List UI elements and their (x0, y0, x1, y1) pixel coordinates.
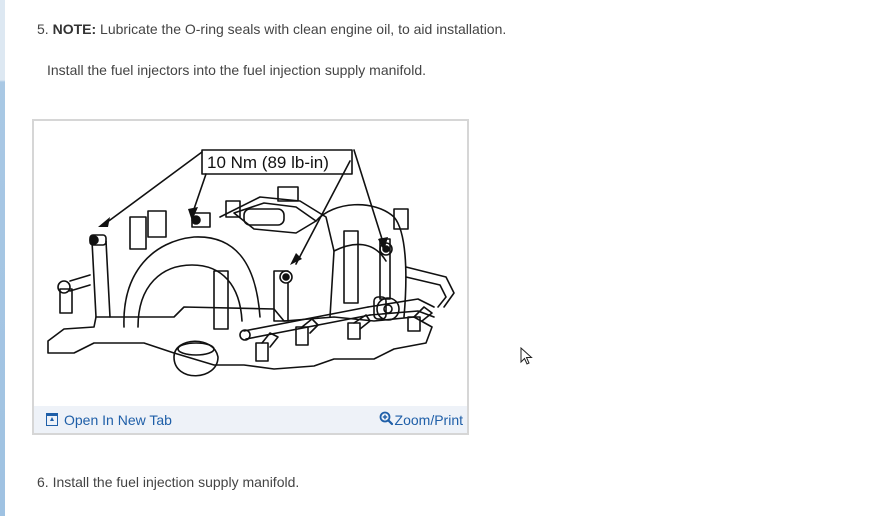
torque-callout: 10 Nm (89 lb-in) (207, 153, 329, 172)
zoom-in-icon (379, 411, 393, 426)
figure-card: 10 Nm (89 lb-in) Open In New Tab Zoom/Pr… (32, 119, 469, 435)
open-new-tab-icon (46, 413, 58, 426)
figure-footer: Open In New Tab Zoom/Print (34, 406, 467, 433)
open-in-new-tab-label: Open In New Tab (64, 412, 172, 428)
note-label: NOTE: (52, 21, 97, 37)
step-number: 5. (37, 21, 49, 37)
left-edge-strip (0, 0, 5, 516)
step-5-note: 5. NOTE: Lubricate the O-ring seals with… (37, 20, 506, 38)
diagram-drawing: 10 Nm (89 lb-in) (47, 149, 455, 377)
step-5-instruction: Install the fuel injectors into the fuel… (47, 62, 426, 78)
step-6-text: Install the fuel injection supply manifo… (52, 474, 300, 490)
step-6: 6. Install the fuel injection supply man… (37, 473, 299, 491)
zoom-print-link[interactable]: Zoom/Print (379, 411, 463, 429)
step-number: 6. (37, 474, 49, 490)
mouse-cursor-icon (520, 347, 533, 365)
zoom-print-label: Zoom/Print (394, 412, 463, 428)
manifold-diagram[interactable]: 10 Nm (89 lb-in) (34, 121, 467, 406)
open-in-new-tab-link[interactable]: Open In New Tab (46, 411, 172, 429)
note-text: Lubricate the O-ring seals with clean en… (100, 21, 507, 37)
